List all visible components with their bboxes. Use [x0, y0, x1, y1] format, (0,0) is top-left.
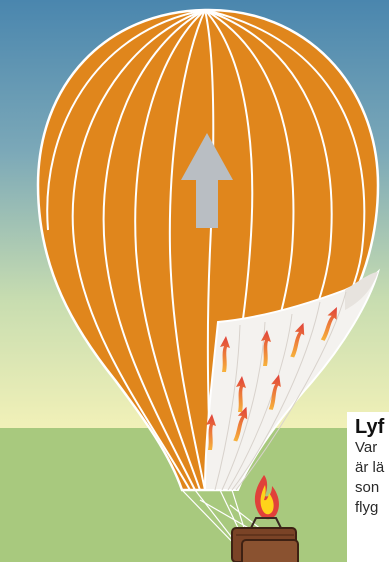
caption-line-3: son — [355, 478, 389, 498]
caption-line-2: är lä — [355, 458, 389, 478]
caption-title: Lyf — [355, 416, 389, 438]
caption-box: Lyf Var är lä son flyg — [347, 412, 389, 562]
caption-line-4: flyg — [355, 498, 389, 518]
basket-icon — [232, 528, 298, 562]
caption-line-1: Var — [355, 438, 389, 458]
